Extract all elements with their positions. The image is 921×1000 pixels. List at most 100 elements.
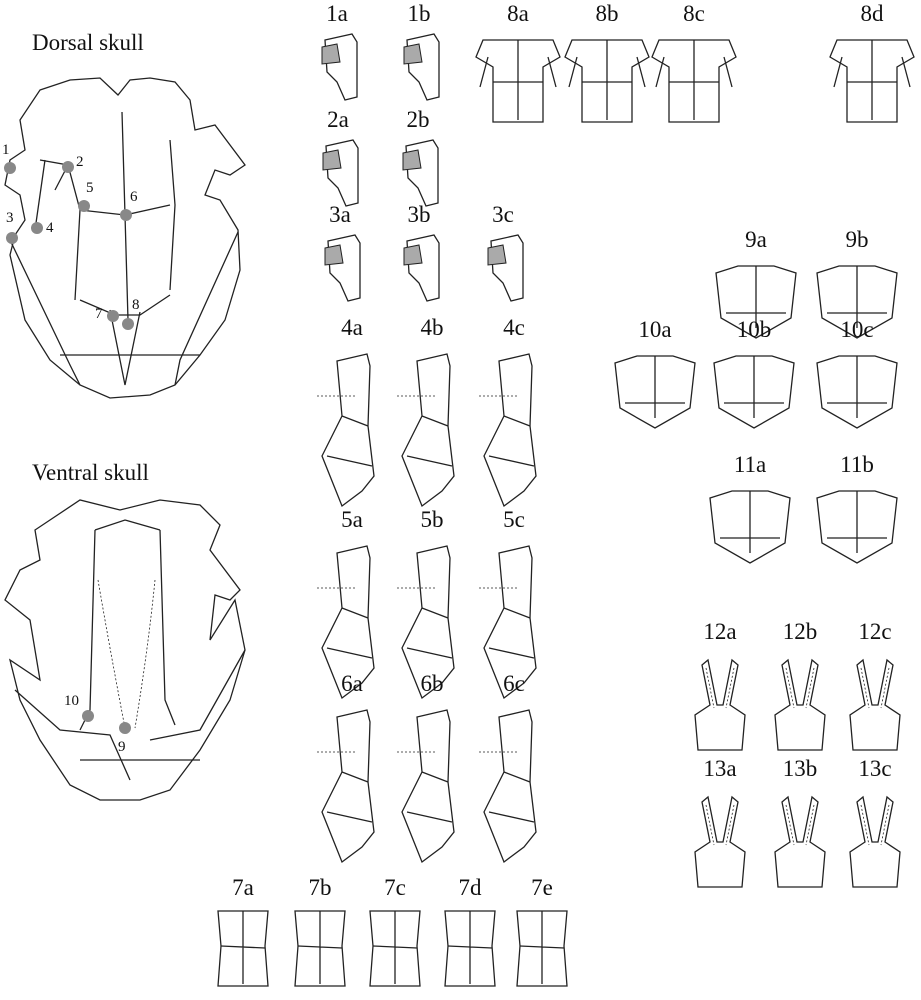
landmark-2-label: 2 — [76, 154, 84, 170]
landmark-5-dot — [78, 200, 90, 212]
figure-1b — [403, 33, 440, 101]
figure-5c — [479, 545, 537, 700]
panel-label-1b: 1b — [407, 1, 431, 26]
landmark-6-label: 6 — [130, 189, 138, 205]
panel-label-2b: 2b — [406, 107, 430, 132]
panel-label-4b: 4b — [420, 315, 444, 340]
panel-label-13a: 13a — [703, 756, 737, 781]
panel-label-8d: 8d — [860, 1, 884, 26]
figure-6a — [317, 709, 375, 864]
landmark-3-label: 3 — [6, 210, 14, 226]
figure-9a — [715, 265, 797, 339]
landmark-3-dot — [6, 232, 18, 244]
figure-12a — [694, 658, 746, 751]
landmark-8-label: 8 — [132, 297, 140, 313]
figure-10b — [713, 355, 795, 429]
landmark-2-dot — [62, 161, 74, 173]
panel-label-6b: 6b — [420, 671, 444, 696]
figure-3c — [487, 234, 524, 302]
figure-13a — [694, 795, 746, 888]
figure-7d — [444, 910, 496, 987]
landmark-7-label: 7 — [95, 306, 103, 322]
landmark-4-label: 4 — [46, 220, 54, 236]
figure-9b — [816, 265, 898, 339]
figure-13b — [774, 795, 826, 888]
figure-4a — [317, 353, 375, 508]
panel-label-2a: 2a — [327, 107, 349, 132]
panel-label-7c: 7c — [384, 875, 406, 900]
panel-label-11b: 11b — [840, 452, 874, 477]
panel-label-10a: 10a — [638, 317, 672, 342]
panel-label-3c: 3c — [492, 202, 514, 227]
landmark-8-dot — [122, 318, 134, 330]
panel-label-5c: 5c — [503, 507, 525, 532]
panel-label-7d: 7d — [458, 875, 482, 900]
figure-13c — [849, 795, 901, 888]
figure-6b — [397, 709, 455, 864]
figure-12c — [849, 658, 901, 751]
panel-label-8b: 8b — [595, 1, 619, 26]
figure-7c — [369, 910, 421, 987]
figure-4b — [397, 353, 455, 508]
figure-4c — [479, 353, 537, 508]
landmark-1-dot — [4, 162, 16, 174]
panel-label-10c: 10c — [840, 317, 874, 342]
panel-label-12a: 12a — [703, 619, 737, 644]
figure-11b — [816, 490, 898, 564]
dorsal-skull-drawing — [4, 77, 246, 399]
panel-label-5b: 5b — [420, 507, 444, 532]
panel-label-6c: 6c — [503, 671, 525, 696]
figure-7b — [294, 910, 346, 987]
panel-label-11a: 11a — [733, 452, 767, 477]
panel-label-10b: 10b — [736, 317, 772, 342]
panel-label-7b: 7b — [308, 875, 332, 900]
landmark-1-label: 1 — [2, 142, 10, 158]
figure-7e — [516, 910, 568, 987]
panel-label-4c: 4c — [503, 315, 525, 340]
landmark-5-label: 5 — [86, 180, 94, 196]
figure-8c — [651, 39, 737, 123]
figure-3b — [403, 234, 440, 302]
figure-12b — [774, 658, 826, 751]
figure-5b — [397, 545, 455, 700]
panel-label-13c: 13c — [858, 756, 892, 781]
panel-label-8c: 8c — [683, 1, 705, 26]
panel-label-9a: 9a — [745, 227, 767, 252]
figure-10a — [614, 355, 696, 429]
figure-2b — [402, 139, 439, 207]
figure-7a — [217, 910, 269, 987]
panel-label-5a: 5a — [341, 507, 363, 532]
panel-label-7a: 7a — [232, 875, 254, 900]
landmark-9-dot — [119, 722, 131, 734]
figure-8b — [564, 39, 650, 123]
landmark-7-dot — [107, 310, 119, 322]
panel-label-6a: 6a — [341, 671, 363, 696]
figure-8a — [475, 39, 561, 123]
panel-label-9b: 9b — [845, 227, 869, 252]
figure-8d — [829, 39, 915, 123]
panel-label-3a: 3a — [329, 202, 351, 227]
landmark-4-dot — [31, 222, 43, 234]
panel-label-3b: 3b — [407, 202, 431, 227]
panel-label-12b: 12b — [782, 619, 818, 644]
figure-10c — [816, 355, 898, 429]
figure-3a — [324, 234, 361, 302]
panel-label-13b: 13b — [782, 756, 818, 781]
ventral-skull-title: Ventral skull — [32, 460, 149, 485]
landmark-10-label: 10 — [64, 693, 79, 709]
ventral-skull-drawing — [4, 499, 246, 801]
dorsal-skull-title: Dorsal skull — [32, 30, 144, 55]
panel-label-12c: 12c — [858, 619, 892, 644]
figure-5a — [317, 545, 375, 700]
panel-label-7e: 7e — [531, 875, 553, 900]
figure-1a — [321, 33, 358, 101]
panel-label-1a: 1a — [326, 1, 348, 26]
landmark-9-label: 9 — [118, 739, 126, 755]
landmark-10-dot — [82, 710, 94, 722]
figure-2a — [322, 139, 359, 207]
panel-label-4a: 4a — [341, 315, 363, 340]
figure-6c — [479, 709, 537, 864]
landmark-6-dot — [120, 209, 132, 221]
panel-label-8a: 8a — [507, 1, 529, 26]
